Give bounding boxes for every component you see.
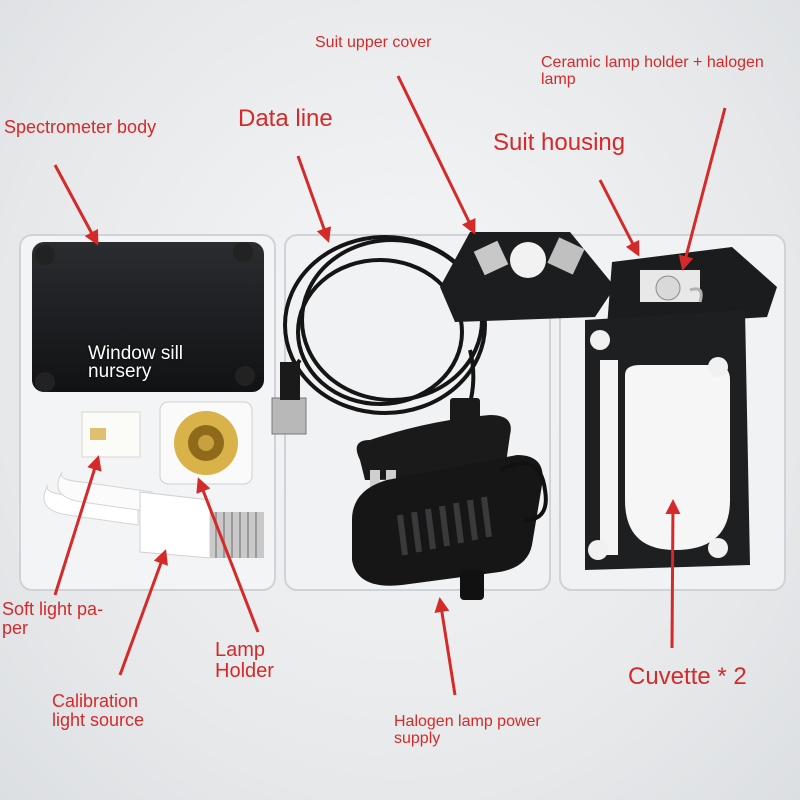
spectrometer-body — [32, 242, 264, 392]
annotation-arrows — [53, 75, 727, 696]
halogen-power-supply — [352, 415, 548, 600]
label-spectrometer-body: Spectrometer body — [4, 117, 157, 137]
label-ceramic-lamp-holder: Ceramic lamp holder + halogen lamp — [541, 54, 764, 88]
arrow-soft-light-paper — [53, 455, 102, 596]
arrow-lamp-holder — [196, 477, 260, 633]
lamp-holder — [159, 401, 253, 485]
label-lamp-holder: Lamp Holder — [215, 639, 274, 682]
arrow-suit-upper-cover — [396, 75, 476, 235]
label-suit-housing: Suit housing — [493, 129, 626, 156]
calibration-light-source — [43, 471, 264, 559]
arrow-suit-housing — [598, 179, 640, 257]
label-data-line: Data line — [238, 105, 333, 132]
label-cuvette: Cuvette * 2 — [628, 663, 747, 690]
suit-upper-cover — [440, 232, 615, 322]
arrow-spectrometer-body — [53, 164, 99, 246]
arrow-calibration-light-source — [118, 549, 168, 676]
arrow-halogen-power-supply — [434, 597, 457, 696]
label-calibration-light-source: Calibration light source — [52, 691, 145, 730]
arrow-ceramic-lamp-holder — [678, 107, 727, 271]
usb-a-plug — [271, 362, 307, 435]
suit-housing — [585, 247, 777, 570]
arrow-data-line — [296, 155, 332, 243]
label-soft-light-paper: Soft light pa- per — [2, 599, 104, 638]
arrow-cuvette — [665, 499, 681, 649]
label-halogen-power-supply: Halogen lamp power supply — [394, 713, 541, 747]
label-suit-upper-cover: Suit upper cover — [315, 34, 432, 51]
soft-light-paper — [81, 411, 141, 458]
watermark-text: Window sill nursery — [88, 343, 184, 383]
